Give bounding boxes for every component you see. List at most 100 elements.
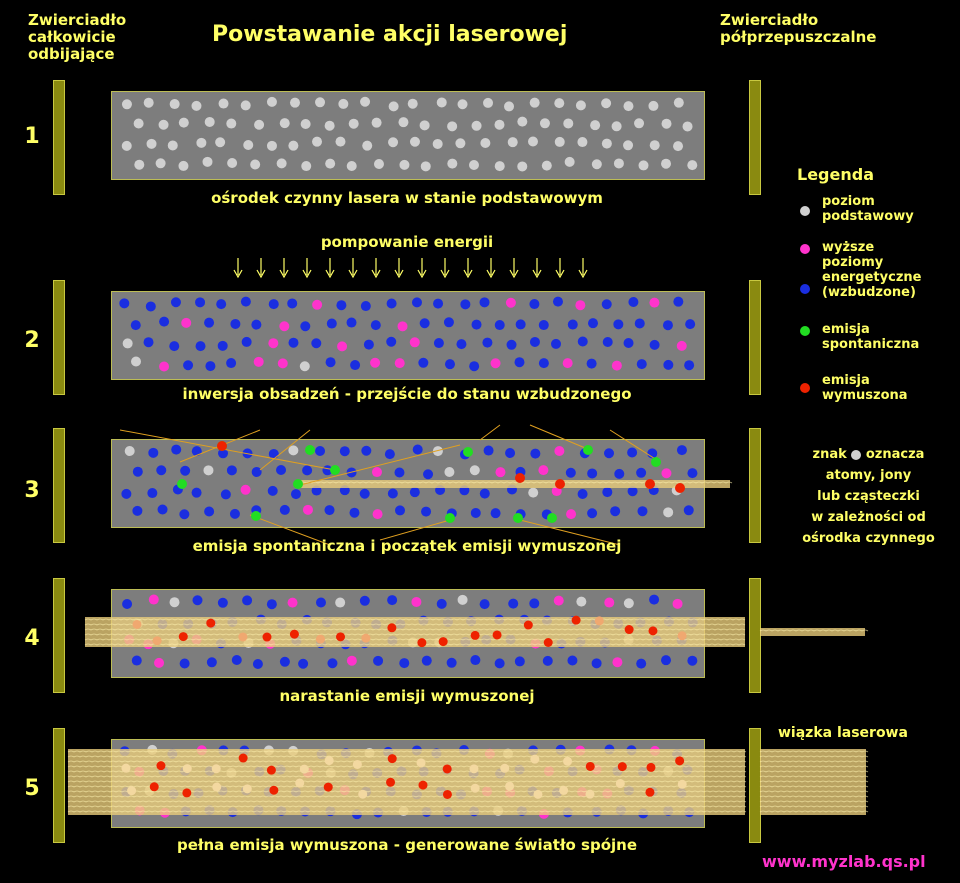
- excited-atom: [298, 658, 309, 669]
- stimulated-emission-atom: [530, 754, 540, 764]
- excited-atom: [387, 488, 398, 499]
- site-url[interactable]: www.myzlab.qs.pl: [762, 852, 926, 871]
- higher-level-atom: [553, 595, 564, 606]
- ground-atom: [494, 119, 505, 130]
- higher-level-atom: [672, 598, 683, 609]
- ground-atom: [301, 161, 312, 172]
- excited-atom: [538, 358, 549, 369]
- higher-level-atom: [538, 465, 549, 476]
- stimulated-emission-atom: [442, 764, 452, 774]
- excited-atom: [279, 504, 290, 515]
- ground-atom: [266, 96, 277, 107]
- excited-atom: [567, 319, 578, 330]
- excited-atom: [157, 504, 168, 515]
- pumping-label: pompowanie energii: [320, 233, 494, 251]
- left-mirror-label: Zwierciadło całkowicie odbijające: [28, 11, 127, 63]
- excited-atom: [479, 488, 490, 499]
- ground-atom: [420, 161, 431, 172]
- excited-atom: [423, 469, 434, 480]
- excited-atom: [460, 299, 471, 310]
- spontaneous-emission-atom: [293, 479, 303, 489]
- excited-atom: [290, 489, 301, 500]
- wave-line: [67, 775, 747, 778]
- excited-atom: [494, 320, 505, 331]
- excited-atom: [483, 445, 494, 456]
- ground-atom: [564, 156, 575, 167]
- wave-line: [67, 750, 747, 753]
- excited-atom: [302, 465, 313, 476]
- excited-atom: [349, 507, 360, 518]
- higher-level-atom: [490, 358, 501, 369]
- ground-atom: [494, 161, 505, 172]
- spontaneous-emission-atom: [445, 513, 455, 523]
- photon-ray: [479, 424, 501, 441]
- excited-atom: [217, 597, 228, 608]
- ground-atom: [325, 158, 336, 169]
- stimulated-emission-atom: [299, 764, 309, 774]
- higher-level-atom: [676, 340, 687, 351]
- ground-atom: [687, 160, 698, 171]
- excited-level-dot: [800, 284, 810, 294]
- ground-atom: [279, 118, 290, 129]
- ground-atom: [528, 487, 539, 498]
- ground-atom: [504, 101, 515, 112]
- excited-atom: [191, 487, 202, 498]
- excited-atom: [636, 658, 647, 669]
- excited-atom: [684, 360, 695, 371]
- excited-atom: [360, 301, 371, 312]
- excited-atom: [252, 658, 263, 669]
- ground-atom: [407, 98, 418, 109]
- stimulated-emission-atom: [323, 782, 333, 792]
- ground-atom: [541, 160, 552, 171]
- excited-atom: [663, 359, 674, 370]
- excited-atom: [170, 297, 181, 308]
- higher-level-atom: [562, 358, 573, 369]
- stimulated-emission-atom: [505, 781, 515, 791]
- excited-atom: [394, 467, 405, 478]
- ground-atom: [299, 361, 310, 372]
- ground-atom: [388, 137, 399, 148]
- spontaneous-emission-atom: [305, 445, 315, 455]
- wave-line: [67, 755, 747, 758]
- stimulated-emission-atom: [585, 761, 595, 771]
- excited-atom: [346, 317, 357, 328]
- stimulated-emission-atom: [515, 473, 525, 483]
- excited-atom: [131, 655, 142, 666]
- higher-level-atom: [346, 655, 357, 666]
- excited-atom: [204, 506, 215, 517]
- stimulated-emission-atom: [127, 786, 137, 796]
- ground-atom: [121, 99, 132, 110]
- excited-atom: [231, 655, 242, 666]
- step-number-1: 1: [24, 124, 40, 149]
- stimulated-emission-atom: [675, 483, 685, 493]
- wave-line: [67, 795, 747, 798]
- wave-line: [67, 770, 747, 773]
- ground-atom: [554, 136, 565, 147]
- higher-level-atom: [575, 300, 586, 311]
- stimulated-emission-atom: [182, 764, 192, 774]
- ground-atom: [398, 117, 409, 128]
- spontaneous-emission-atom: [547, 513, 557, 523]
- excited-atom: [685, 319, 696, 330]
- ground-atom: [143, 97, 154, 108]
- excited-atom: [587, 508, 598, 519]
- ground-atom: [122, 338, 133, 349]
- higher-level-atom: [411, 596, 422, 607]
- excited-atom: [551, 338, 562, 349]
- stimulated-emission-atom: [555, 479, 565, 489]
- stimulated-emission-atom: [152, 636, 162, 646]
- excited-atom: [359, 488, 370, 499]
- ground-atom: [335, 597, 346, 608]
- excited-atom: [143, 337, 154, 348]
- higher-level-atom: [394, 358, 405, 369]
- wave-line: [299, 481, 733, 484]
- ground-atom: [204, 116, 215, 127]
- stimulated-emission-atom: [387, 754, 397, 764]
- stimulated-emission-atom: [438, 637, 448, 647]
- excited-atom: [287, 298, 298, 309]
- excited-atom: [591, 658, 602, 669]
- excited-atom: [529, 598, 540, 609]
- ground-atom: [457, 99, 468, 110]
- higher-level-atom: [612, 657, 623, 668]
- stimulated-emission-atom: [149, 782, 159, 792]
